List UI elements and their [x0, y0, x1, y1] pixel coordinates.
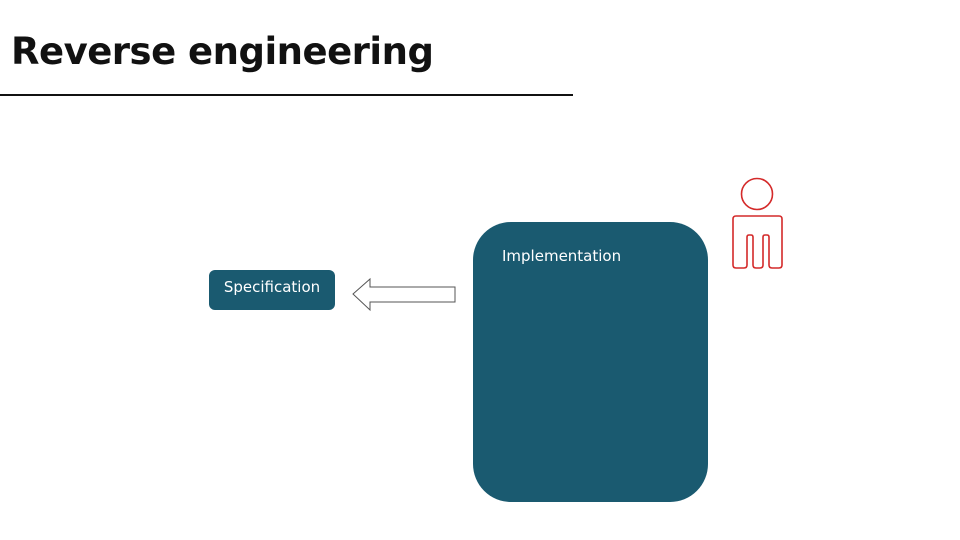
- implementation-label: Implementation: [502, 247, 622, 265]
- title-underline: [0, 94, 573, 96]
- slide-title: Reverse engineering: [11, 30, 434, 73]
- specification-label: Specification: [223, 278, 321, 296]
- person-icon: [732, 177, 783, 269]
- implementation-node: Implementation: [473, 222, 708, 502]
- left-arrow-icon: [352, 277, 456, 312]
- specification-node: Specification: [209, 270, 335, 310]
